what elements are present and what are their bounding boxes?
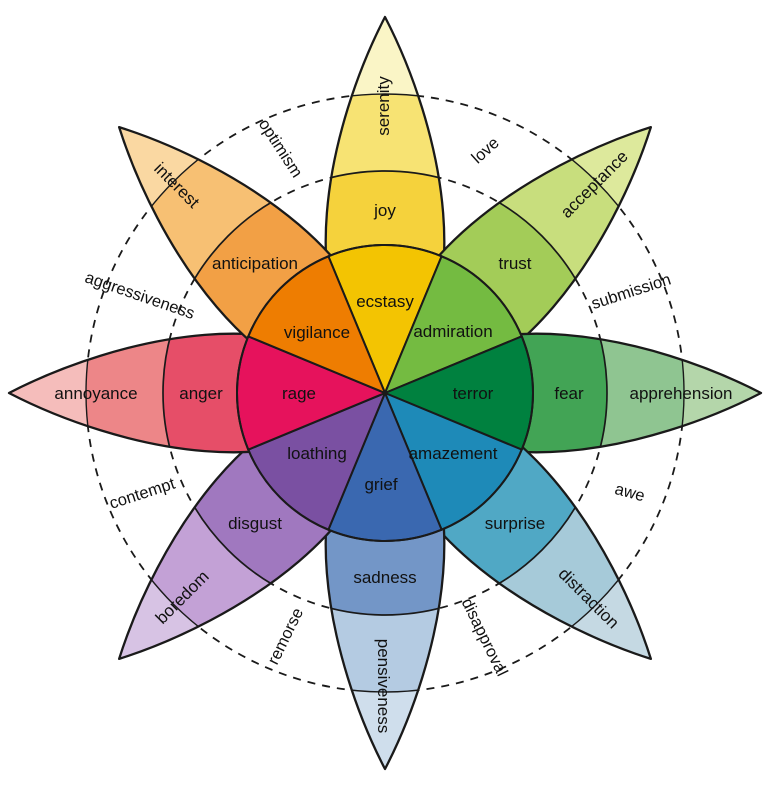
label-surprise: surprise	[485, 514, 545, 533]
label-vigilance: vigilance	[284, 323, 350, 342]
label-ecstasy: ecstasy	[356, 292, 414, 311]
label-admiration: admiration	[413, 322, 492, 341]
core-circle-outline	[236, 244, 534, 542]
label-pensiveness: pensiveness	[374, 639, 393, 734]
label-sadness: sadness	[353, 568, 416, 587]
label-fear: fear	[554, 384, 584, 403]
label-apprehension: apprehension	[629, 384, 732, 403]
label-trust: trust	[498, 254, 531, 273]
label-serenity: serenity	[374, 76, 393, 136]
label-grief: grief	[364, 475, 397, 494]
label-loathing: loathing	[287, 444, 347, 463]
label-amazement: amazement	[409, 444, 498, 463]
label-anticipation: anticipation	[212, 254, 298, 273]
label-terror: terror	[453, 384, 494, 403]
label-joy: joy	[373, 201, 396, 220]
label-anger: anger	[179, 384, 223, 403]
label-annoyance: annoyance	[54, 384, 137, 403]
label-rage: rage	[282, 384, 316, 403]
label-disgust: disgust	[228, 514, 282, 533]
